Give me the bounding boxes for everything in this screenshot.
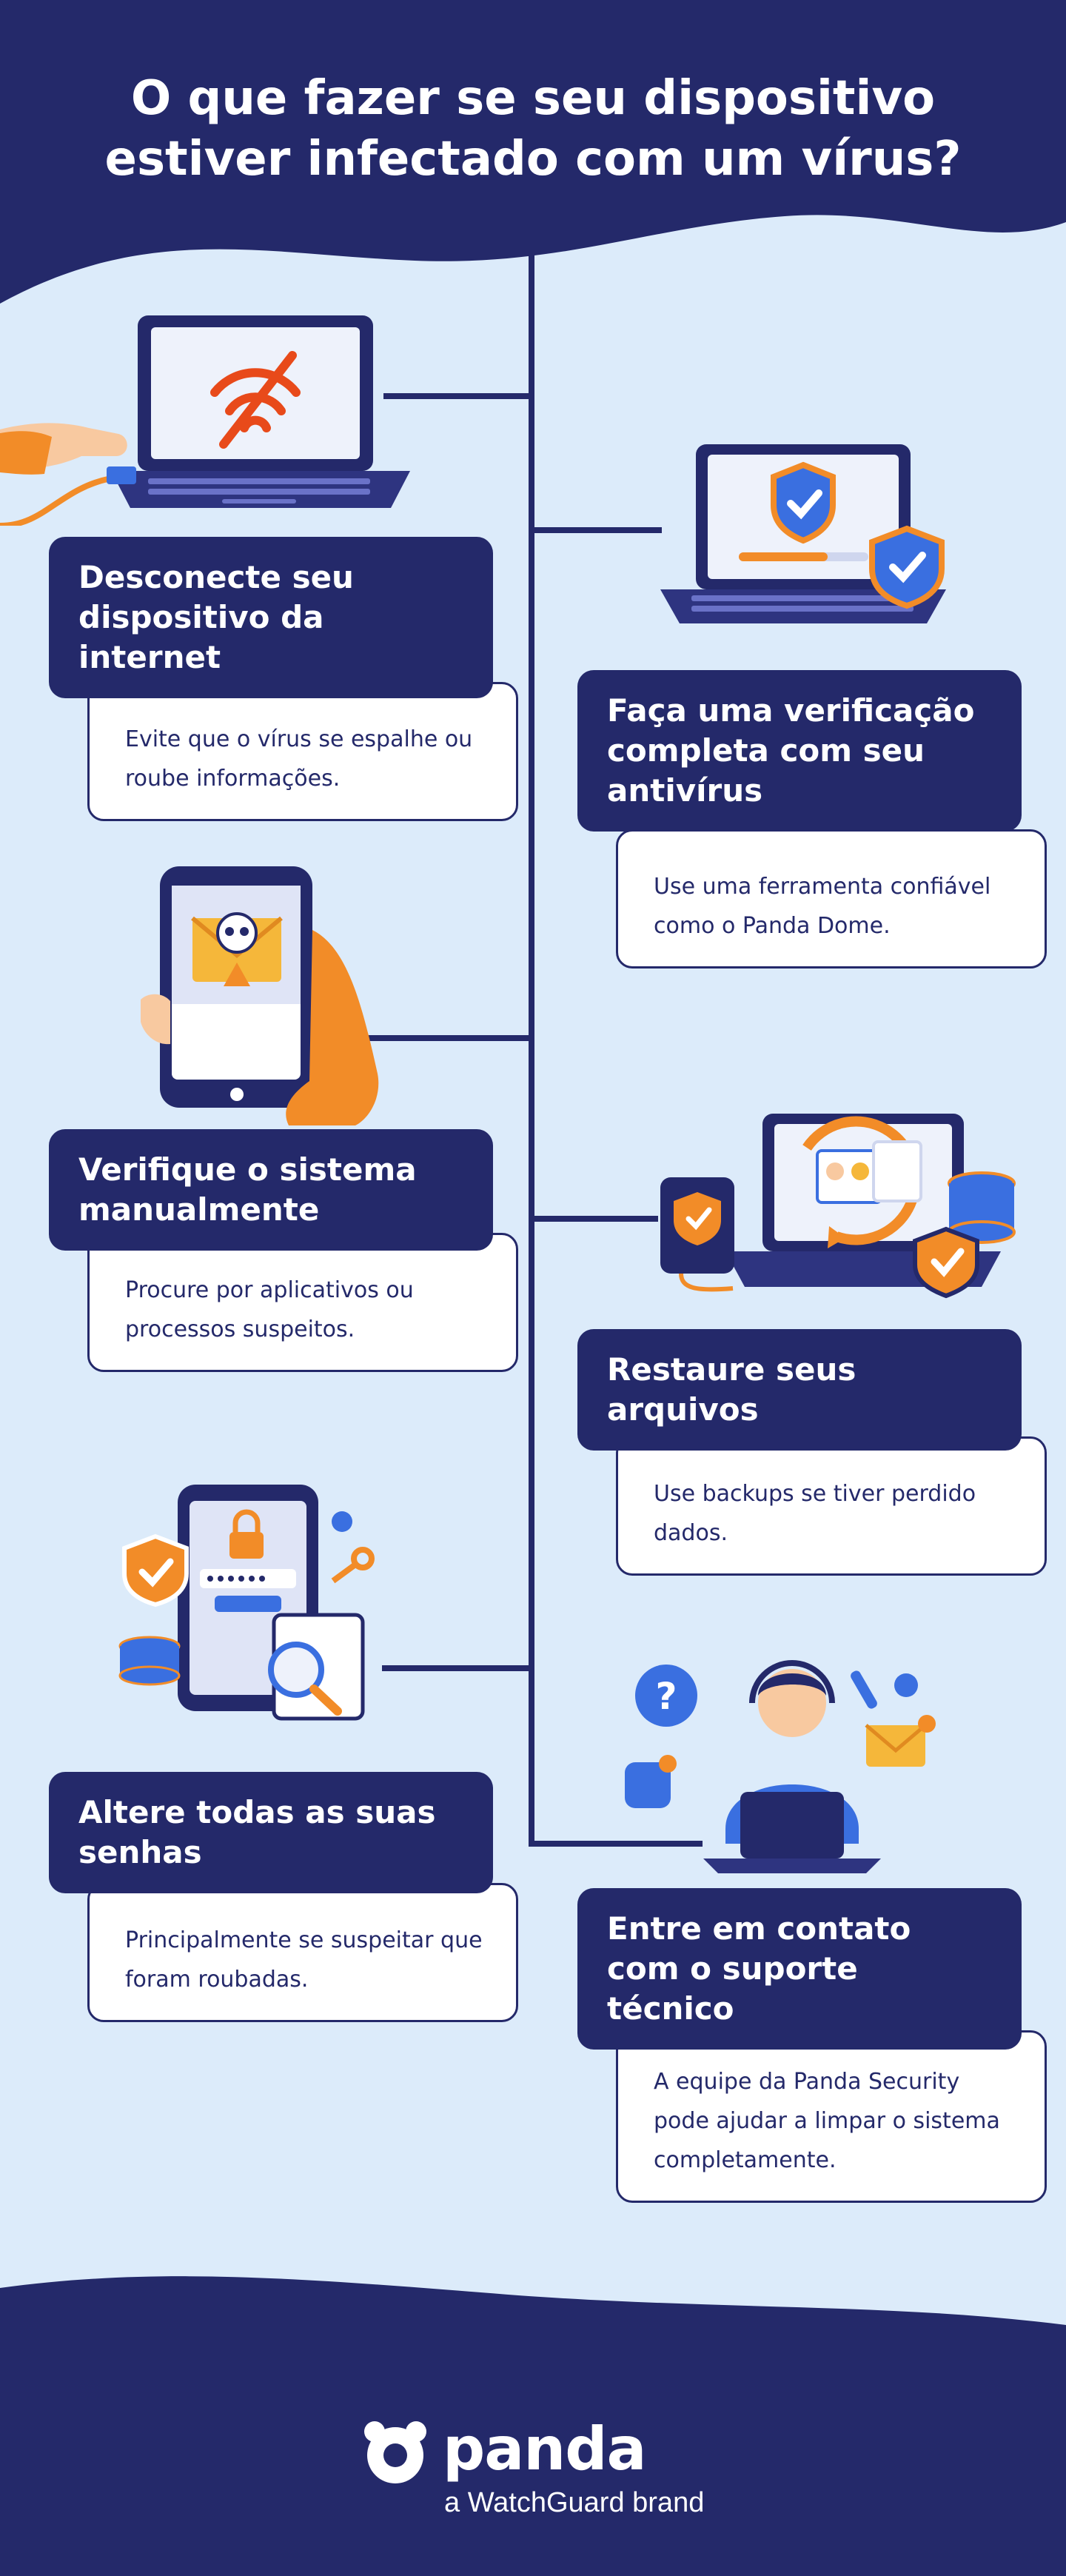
phone-notification-icon <box>625 1755 677 1808</box>
panda-logo: panda a WatchGuard brand <box>361 2415 717 2526</box>
step-description: Use uma ferramenta confiável como o Pand… <box>616 829 1047 968</box>
page-title: O que fazer se seu dispositivo estiver i… <box>104 71 962 187</box>
gear-icon <box>332 1511 352 1532</box>
envelope-icon <box>865 1715 936 1767</box>
restore-files-illustration <box>660 1114 1016 1299</box>
no-wifi-icon <box>210 351 301 449</box>
disconnected-laptop-illustration <box>0 315 410 526</box>
warning-icon <box>224 963 250 986</box>
step-title: Desconecte seu dispositivo da internet <box>49 537 493 698</box>
panda-logo-icon <box>364 2421 426 2483</box>
step-description: Principalmente se suspeitar que foram ro… <box>87 1883 518 2022</box>
skull-icon <box>216 912 258 954</box>
antivirus-laptop-illustration <box>660 444 946 623</box>
brand-wordmark: panda <box>443 2415 646 2483</box>
step-title: Verifique o sistema manualmente <box>49 1129 493 1251</box>
magnifier-icon <box>268 1642 324 1698</box>
question-bubble-icon: ? <box>635 1665 697 1727</box>
step-description: Evite que o vírus se espalhe ou roube in… <box>87 682 518 821</box>
step-description: Use backups se tiver perdido dados. <box>616 1436 1047 1576</box>
svg-text:?: ? <box>655 1675 677 1718</box>
wrench-gear-icon <box>851 1670 918 1709</box>
lock-icon <box>229 1532 264 1559</box>
brand-tagline: a WatchGuard brand <box>444 2487 705 2518</box>
header-background <box>0 0 1066 304</box>
step-description: Procure por aplicativos ou processos sus… <box>87 1233 518 1372</box>
support-agent-illustration: ? <box>625 1660 936 1873</box>
key-icon <box>331 1547 375 1584</box>
step-title: Faça uma verificação completa com seu an… <box>577 670 1022 832</box>
change-password-illustration <box>118 1485 375 1721</box>
step-title: Entre em contato com o suporte técnico <box>577 1888 1022 2050</box>
phone-warning-illustration <box>141 866 379 1125</box>
step-description: A equipe da Panda Security pode ajudar a… <box>616 2030 1047 2203</box>
step-title: Altere todas as suas senhas <box>49 1772 493 1893</box>
footer-background <box>0 2276 1066 2576</box>
step-title: Restaure seus arquivos <box>577 1329 1022 1451</box>
